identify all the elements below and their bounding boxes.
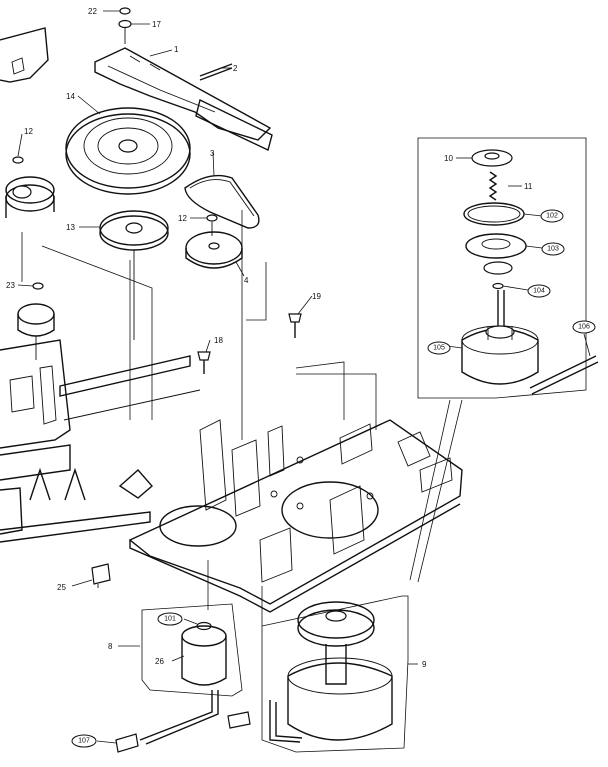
part-25-bracket bbox=[91, 563, 111, 588]
part-14-reel-gear bbox=[65, 107, 191, 195]
label-2: 2 bbox=[233, 64, 238, 73]
label-22: 22 bbox=[88, 7, 97, 16]
label-18: 18 bbox=[214, 336, 223, 345]
part-2-pin bbox=[199, 63, 233, 81]
label-23: 23 bbox=[6, 281, 15, 290]
label-102: 102 bbox=[540, 209, 564, 223]
label-10: 10 bbox=[444, 154, 453, 163]
part-3-belt bbox=[184, 174, 260, 229]
part-105-motor bbox=[461, 290, 539, 385]
label-13: 13 bbox=[66, 223, 75, 232]
part-11-spring bbox=[488, 171, 498, 201]
part-12-cap-left bbox=[12, 156, 24, 164]
callout-box-capstan bbox=[417, 137, 587, 399]
label-19: 19 bbox=[312, 292, 321, 301]
part-107-connector bbox=[115, 733, 139, 753]
label-12-right: 12 bbox=[178, 214, 187, 223]
part-1-slider-arm bbox=[94, 47, 273, 151]
part-9-motor bbox=[227, 601, 393, 743]
label-17: 17 bbox=[152, 20, 161, 29]
part-23-cap bbox=[32, 282, 44, 290]
svg-text:105: 105 bbox=[433, 345, 445, 352]
svg-text:106: 106 bbox=[578, 324, 590, 331]
part-102-ring bbox=[463, 202, 525, 226]
assembly-guides bbox=[21, 210, 463, 626]
label-26: 26 bbox=[155, 657, 164, 666]
part-13-gear bbox=[99, 210, 169, 340]
label-105: 105 bbox=[427, 341, 451, 355]
label-104: 104 bbox=[527, 284, 551, 298]
main-chassis bbox=[128, 419, 463, 613]
part-106-shaft bbox=[529, 355, 599, 395]
left-small-gear bbox=[17, 303, 55, 360]
part-10-cap bbox=[471, 149, 513, 167]
part-labels: 22 17 1 2 14 3 12 12 13 4 23 18 19 25 8 … bbox=[6, 7, 533, 669]
callout-box-motor-9 bbox=[261, 595, 409, 753]
label-11: 11 bbox=[524, 182, 533, 191]
part-4-pulley bbox=[185, 231, 243, 269]
callout-box-motor-8 bbox=[141, 603, 243, 697]
svg-text:101: 101 bbox=[164, 616, 176, 623]
part-104-washer bbox=[492, 282, 504, 290]
part-103-disc bbox=[465, 233, 527, 275]
label-101: 101 bbox=[157, 612, 183, 626]
part-19-screw bbox=[288, 313, 302, 338]
label-4: 4 bbox=[244, 276, 249, 285]
label-1: 1 bbox=[174, 45, 179, 54]
label-3: 3 bbox=[210, 149, 215, 158]
label-9: 9 bbox=[422, 660, 427, 669]
left-frame bbox=[0, 27, 71, 535]
left-rail bbox=[0, 355, 201, 543]
label-12-left: 12 bbox=[24, 127, 33, 136]
part-18-screw bbox=[197, 351, 211, 374]
label-8: 8 bbox=[108, 642, 113, 651]
part-22-washer bbox=[119, 7, 131, 15]
svg-text:107: 107 bbox=[78, 738, 90, 745]
part-26-motor bbox=[139, 625, 227, 745]
label-25: 25 bbox=[57, 583, 66, 592]
svg-text:104: 104 bbox=[533, 288, 545, 295]
circled-labels: 101 102 103 104 105 106 107 bbox=[71, 209, 596, 748]
label-106: 106 bbox=[572, 320, 596, 334]
part-17-clip bbox=[118, 19, 132, 44]
svg-text:102: 102 bbox=[546, 213, 558, 220]
svg-text:103: 103 bbox=[547, 246, 559, 253]
label-103: 103 bbox=[541, 242, 565, 256]
left-gear bbox=[5, 176, 55, 218]
label-107: 107 bbox=[71, 734, 97, 748]
leader-lines bbox=[17, 10, 591, 744]
label-14: 14 bbox=[66, 92, 75, 101]
